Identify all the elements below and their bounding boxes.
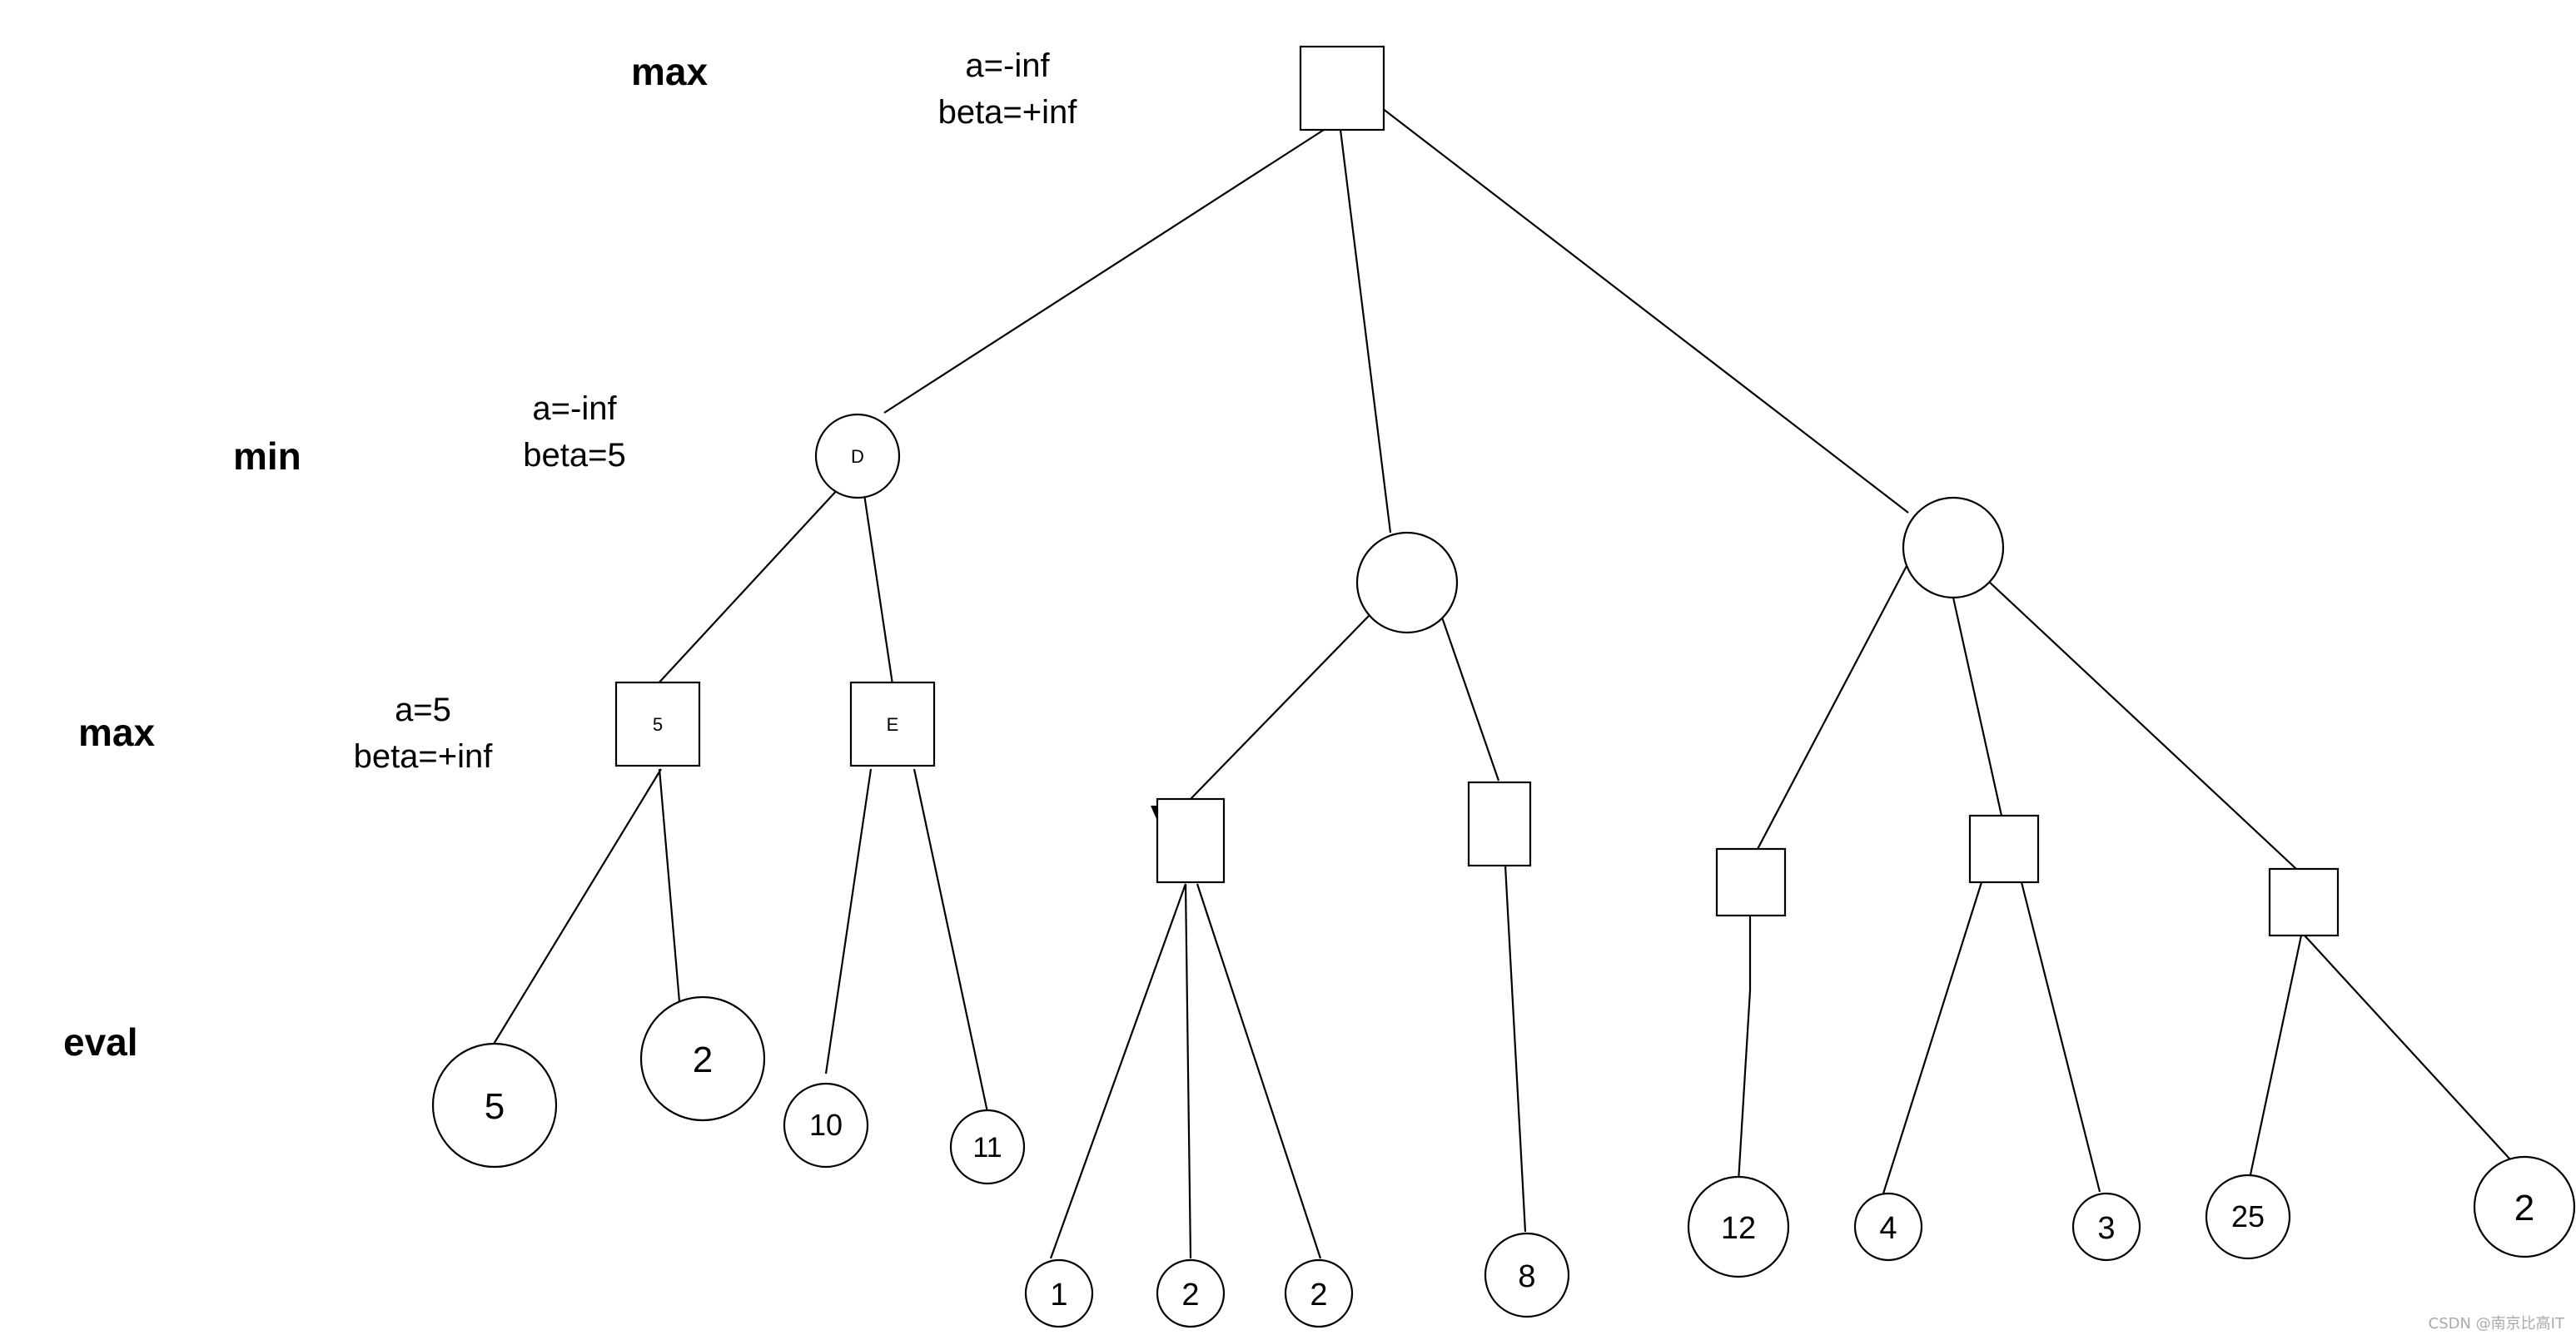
max-node-e2 xyxy=(2268,867,2340,937)
root-max-node xyxy=(1299,45,1385,132)
watermark-text: CSDN @南京比高IT xyxy=(2429,1315,2565,1333)
leaf-25-label: 25 xyxy=(2231,1199,2265,1233)
leaf-8 xyxy=(1484,1232,1570,1318)
annotation-min-alpha: a=-inf xyxy=(532,390,617,427)
leaf-5 xyxy=(431,1042,558,1169)
leaf-2b-label: 2 xyxy=(1181,1278,1199,1313)
annotation-root-beta: beta=+inf xyxy=(938,94,1078,131)
edge-min1-max5 xyxy=(655,487,840,687)
min-node-d xyxy=(814,413,901,499)
max-node-5 xyxy=(614,681,701,767)
leaf-2c-label: 2 xyxy=(1310,1278,1327,1313)
leaf-2b xyxy=(1156,1258,1226,1328)
edge-min3-maxe2 xyxy=(1987,580,2297,870)
leaf-4-label: 4 xyxy=(1879,1211,1897,1246)
leaf-2d xyxy=(2473,1155,2576,1258)
edge-max5-leaf5 xyxy=(492,768,662,1046)
edge-max5-leaf2a xyxy=(658,768,684,1041)
leaf-11-label: 11 xyxy=(972,1132,1002,1164)
edge-maxb-leaf8 xyxy=(1504,865,1527,1233)
level-label-eval: eval xyxy=(63,1020,138,1064)
leaf-2d-label: 2 xyxy=(2514,1188,2534,1228)
leaf-8-label: 8 xyxy=(1518,1259,1535,1294)
edge-maxa-leaf1 xyxy=(1049,883,1187,1259)
leaf-2a xyxy=(639,995,766,1122)
edge-maxe-leaf10 xyxy=(824,768,873,1074)
max-node-e-label: E xyxy=(887,714,899,735)
leaf-3 xyxy=(2071,1192,2141,1262)
edge-maxa-leaf2b xyxy=(1184,883,1192,1259)
leaf-1 xyxy=(1024,1258,1094,1328)
leaf-3-label: 3 xyxy=(2097,1211,2115,1246)
edge-maxc-leaf12 xyxy=(1737,916,1752,1183)
edge-maxe-leaf11 xyxy=(913,768,989,1113)
level-label-min: min xyxy=(233,434,301,478)
min-node-right xyxy=(1902,496,2005,599)
edge-min3-maxc xyxy=(1756,565,1907,851)
edge-min3-maxd xyxy=(1952,597,2003,816)
edge-min2-maxa xyxy=(1190,615,1370,800)
max-node-b xyxy=(1467,781,1532,867)
level-label-max-mid: max xyxy=(78,711,155,754)
leaf-2c xyxy=(1284,1258,1354,1328)
annotation-root-alpha: a=-inf xyxy=(965,47,1050,84)
edge-maxd-leaf3 xyxy=(2020,881,2101,1193)
leaf-2a-label: 2 xyxy=(693,1040,713,1080)
max-node-d xyxy=(1968,814,2040,884)
leaf-25 xyxy=(2205,1174,2291,1260)
edge-maxe2-leaf25 xyxy=(2248,935,2303,1179)
leaf-12 xyxy=(1687,1175,1790,1278)
max-node-c xyxy=(1715,847,1787,917)
leaf-11 xyxy=(949,1109,1026,1185)
edge-maxe2-leaf2d xyxy=(2304,935,2510,1159)
edge-maxa-leaf2c xyxy=(1196,883,1322,1259)
leaf-10 xyxy=(783,1082,869,1169)
level-label-max-top: max xyxy=(631,50,708,93)
edge-root-min2 xyxy=(1339,129,1392,534)
leaf-1-label: 1 xyxy=(1050,1278,1067,1313)
leaf-5-label: 5 xyxy=(485,1086,505,1127)
min-node-d-label: D xyxy=(851,446,864,467)
edge-min1-maxe xyxy=(863,494,894,685)
min-node-middle xyxy=(1355,531,1459,634)
leaf-10-label: 10 xyxy=(809,1108,843,1142)
edge-maxd-leaf4 xyxy=(1882,881,1983,1194)
edge-root-min3 xyxy=(1381,107,1909,514)
max-node-a xyxy=(1156,797,1226,884)
edge-min2-maxb xyxy=(1439,612,1500,782)
tree-edges xyxy=(492,107,2510,1259)
max-node-5-label: 5 xyxy=(653,714,663,735)
leaf-4 xyxy=(1853,1192,1923,1262)
annotation-max-beta: beta=+inf xyxy=(354,738,494,775)
leaf-12-label: 12 xyxy=(1721,1211,1756,1246)
annotation-min-beta: beta=5 xyxy=(523,437,625,474)
edge-root-min1 xyxy=(883,129,1325,414)
annotation-max-alpha: a=5 xyxy=(395,692,451,728)
max-node-e xyxy=(849,681,936,767)
